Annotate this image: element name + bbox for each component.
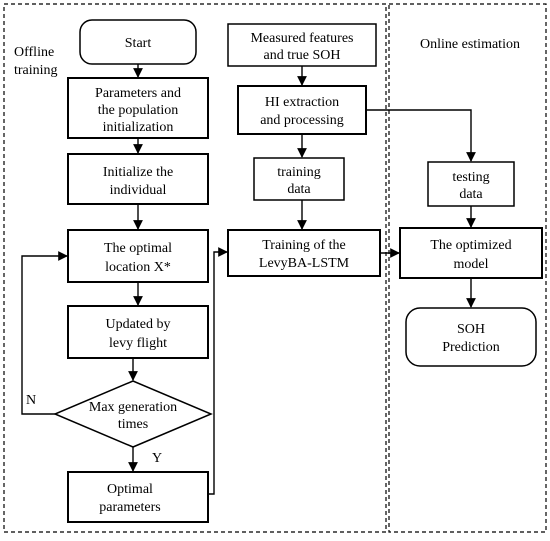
start-node-label: Start xyxy=(125,36,152,51)
param-init-label-3: initialization xyxy=(103,120,174,135)
optimal-location-label-1: The optimal xyxy=(104,241,172,256)
arrow-decision-no-loop xyxy=(21,251,68,415)
measured-features-node xyxy=(227,23,377,67)
init-individual-node xyxy=(67,153,209,205)
levy-update-label-1: Updated by xyxy=(106,317,171,332)
optimal-params-label-1: Optimal xyxy=(107,482,153,497)
measured-features-label-2: and true SOH xyxy=(264,48,341,63)
arrow-hi-to-testing-data xyxy=(366,109,476,162)
online-region-label: Online estimation xyxy=(420,37,520,52)
training-data-label-2: data xyxy=(287,182,311,197)
optimal-params-node xyxy=(67,471,209,523)
training-model-label-2: LevyBA-LSTM xyxy=(259,256,350,271)
training-data-label-1: training xyxy=(277,165,321,180)
testing-data-label-2: data xyxy=(459,187,483,202)
optimal-location-node xyxy=(67,229,209,283)
edge-label-no: N xyxy=(26,393,36,408)
arrow-params-to-training xyxy=(208,247,228,495)
measured-features-label-1: Measured features xyxy=(250,31,353,46)
optimal-location-label-2: location X* xyxy=(105,260,171,275)
init-individual-label-1: Initialize the xyxy=(103,165,173,180)
training-model-label-1: Training of the xyxy=(262,238,345,253)
hi-extraction-label-1: HI extraction xyxy=(265,95,339,110)
online-estimation-region xyxy=(388,3,547,533)
hi-extraction-label-2: and processing xyxy=(260,113,344,128)
param-init-label-1: Parameters and xyxy=(95,86,181,101)
edge-label-yes: Y xyxy=(152,451,162,466)
optimized-model-label-2: model xyxy=(454,257,489,272)
levy-update-node xyxy=(67,305,209,359)
init-individual-label-2: individual xyxy=(110,183,167,198)
max-generation-label-1: Max generation xyxy=(89,400,177,415)
param-init-label-2: the population xyxy=(98,103,179,118)
testing-data-node xyxy=(427,161,515,207)
optimized-model-label-1: The optimized xyxy=(430,238,511,253)
soh-prediction-label-2: Prediction xyxy=(442,340,500,355)
offline-region-label-line1: Offline xyxy=(14,45,54,60)
training-data-node xyxy=(253,157,345,201)
soh-prediction-node xyxy=(405,307,537,367)
optimized-model-node xyxy=(399,227,543,279)
testing-data-label-1: testing xyxy=(452,170,489,185)
training-model-node xyxy=(227,229,381,277)
soh-prediction-label-1: SOH xyxy=(457,322,485,337)
max-generation-label-2: times xyxy=(118,417,148,432)
offline-training-region xyxy=(3,3,387,533)
offline-region-label-line2: training xyxy=(14,63,58,78)
optimal-params-label-2: parameters xyxy=(99,500,160,515)
levy-update-label-2: levy flight xyxy=(109,336,167,351)
